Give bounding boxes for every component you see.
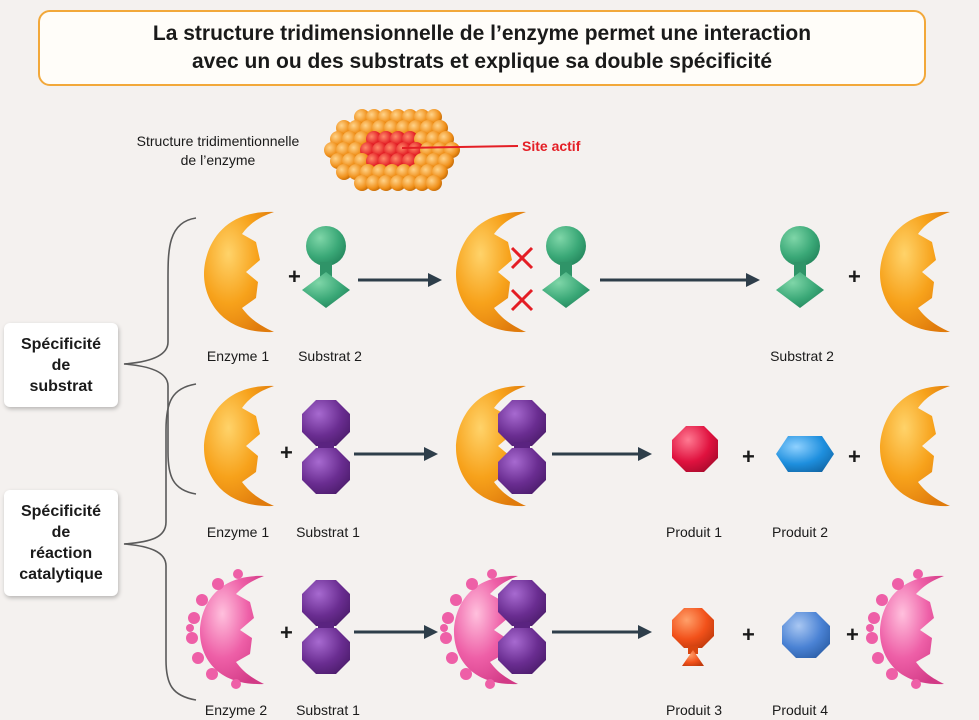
enzyme2-row3-result [866, 569, 944, 689]
structure-label: Structure tridimentionnelle de l’enzyme [118, 132, 318, 170]
arrow-head [746, 273, 760, 287]
plus-sign: + [848, 264, 861, 289]
product2-shape [776, 436, 834, 472]
enzyme-bead [336, 164, 352, 180]
label-substrate2-row1: Substrat 2 [298, 348, 362, 364]
arrow [356, 271, 444, 289]
enzyme2-row3 [186, 569, 264, 689]
arrow [352, 445, 440, 463]
substrate2-row1-complex [542, 226, 590, 308]
enzyme1-row1 [204, 211, 274, 333]
enzyme-bead [402, 175, 418, 191]
enzyme-bead [390, 175, 406, 191]
substrate-specificity-box: Spécificité de substrat [4, 323, 118, 407]
plus-sign: + [742, 444, 755, 469]
label-product4: Produit 4 [771, 702, 829, 718]
substrate2-row1 [302, 226, 350, 308]
cross-icon [510, 288, 534, 312]
plus-sign: + [288, 264, 301, 289]
enzyme1-row1-complex [456, 211, 526, 333]
active-site-label: Site actif [522, 138, 581, 154]
plus-sign: + [846, 622, 859, 647]
title-box: La structure tridimensionnelle de l’enzy… [38, 10, 926, 86]
arrow-head [638, 625, 652, 639]
label-product3: Produit 3 [665, 702, 723, 718]
plus-sign: + [848, 444, 861, 469]
substrate-specificity-line-1: Spécificité [20, 335, 102, 353]
reaction-specificity-line-2: de [51, 524, 71, 541]
label-enzyme1-row2: Enzyme 1 [206, 524, 270, 540]
enzyme-bead [426, 175, 442, 191]
active-site-pointer [401, 145, 519, 149]
substrate1-row3-complex [498, 580, 546, 674]
label-substrate1-row3: Substrat 1 [296, 702, 360, 718]
reaction-specificity-box: Spécificité de réaction catalytique [4, 490, 118, 596]
enzyme-bead [414, 175, 430, 191]
enzyme-3d-structure [324, 109, 460, 191]
label-enzyme1-row1: Enzyme 1 [206, 348, 270, 364]
arrow-head [638, 447, 652, 461]
cross-icon [510, 246, 534, 270]
substrate-bracket [123, 217, 197, 495]
arrow [352, 623, 440, 641]
reaction-bracket [123, 383, 197, 701]
structure-label-line-1: Structure tridimentionnelle [136, 133, 300, 149]
plus-sign: + [742, 622, 755, 647]
enzyme-bead [378, 175, 394, 191]
title-line-2: avec un ou des substrats et explique sa … [191, 50, 772, 73]
label-substrate1-row2: Substrat 1 [296, 524, 360, 540]
substrate1-row2-complex [498, 400, 546, 494]
reaction-specificity-line-4: catalytique [19, 566, 103, 583]
plus-sign: + [280, 620, 293, 645]
substrate1-row2 [302, 400, 350, 494]
product4-shape [782, 612, 830, 658]
label-product1: Produit 1 [665, 524, 723, 540]
structure-label-line-2: de l’enzyme [180, 152, 256, 168]
substrate-specificity-line-2: de [51, 356, 71, 374]
reaction-specificity-line-1: Spécificité [20, 503, 102, 520]
enzyme-bead [354, 175, 370, 191]
label-substrate2-result: Substrat 2 [770, 348, 834, 364]
plus-sign: + [280, 440, 293, 465]
label-product2: Produit 2 [771, 524, 829, 540]
reaction-specificity-line-3: réaction [29, 545, 93, 562]
substrate1-row3 [302, 580, 350, 674]
enzyme1-row2 [204, 385, 274, 507]
label-enzyme2-row3: Enzyme 2 [204, 702, 268, 718]
enzyme1-row2-result [880, 385, 950, 507]
substrate2-row1-result [776, 226, 824, 308]
product1-shape [672, 426, 718, 472]
title-line-1: La structure tridimensionnelle de l’enzy… [152, 22, 812, 45]
product3-shape [672, 608, 714, 666]
enzyme1-row1-result [880, 211, 950, 333]
enzyme-bead [366, 175, 382, 191]
substrate-specificity-line-3: substrat [29, 377, 93, 395]
